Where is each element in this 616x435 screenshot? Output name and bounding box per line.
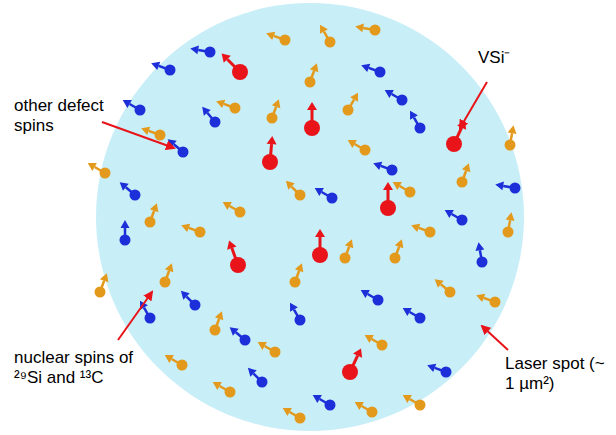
- spin: [305, 63, 319, 87]
- spin: [120, 220, 131, 246]
- spin: [427, 364, 451, 378]
- spin: [390, 239, 404, 263]
- spin: [181, 224, 205, 238]
- leader-line: [482, 326, 508, 350]
- spin: [88, 163, 111, 179]
- annotation-label: nuclear spins of ²⁹Si and ¹³C: [14, 348, 150, 388]
- spin: [267, 99, 281, 123]
- spin: [216, 100, 240, 114]
- spin: [120, 182, 141, 200]
- spin: [315, 188, 338, 204]
- spin: [342, 348, 362, 380]
- spin: [476, 294, 500, 308]
- spin: [446, 120, 466, 152]
- spin: [258, 342, 281, 358]
- spin: [262, 136, 278, 170]
- spin: [222, 54, 248, 80]
- spin: [168, 139, 189, 157]
- spin: [393, 182, 416, 198]
- spin: [227, 241, 246, 273]
- laser-spot: [96, 3, 524, 431]
- spin: [385, 90, 408, 106]
- spin: [403, 395, 426, 411]
- spin: [286, 181, 306, 201]
- spin: [505, 125, 517, 150]
- spin: [495, 181, 520, 193]
- spin: [213, 382, 236, 398]
- spin: [340, 239, 354, 263]
- spin: [445, 210, 468, 226]
- spin: [348, 140, 371, 156]
- leader-line: [102, 122, 174, 148]
- spin: [266, 32, 290, 46]
- spin: [145, 203, 159, 227]
- spin: [230, 327, 251, 345]
- spin: [223, 202, 246, 218]
- spin: [380, 182, 396, 216]
- spin: [210, 311, 224, 335]
- spin: [151, 62, 175, 76]
- spin: [320, 25, 336, 48]
- spin: [95, 273, 109, 297]
- spin: [365, 335, 388, 351]
- spin: [361, 64, 385, 78]
- spin: [343, 93, 359, 116]
- spin: [313, 395, 336, 411]
- annotation-label: Laser spot (~ 1 µm²): [505, 354, 605, 394]
- spin: [123, 100, 146, 116]
- spin: [290, 303, 306, 326]
- spin: [190, 45, 215, 57]
- spin: [283, 408, 306, 424]
- spin: [475, 242, 487, 267]
- spin: [181, 291, 201, 311]
- leader-line: [460, 82, 487, 128]
- spin: [355, 402, 378, 418]
- leader-line: [118, 292, 152, 340]
- spin: [403, 308, 426, 324]
- spin: [373, 162, 397, 176]
- spin: [312, 229, 328, 263]
- spin: [435, 279, 456, 297]
- spin: [160, 263, 174, 287]
- annotation-label: VSi⁻: [478, 48, 548, 68]
- spin: [503, 212, 515, 237]
- spin: [355, 23, 380, 35]
- spin: [290, 263, 304, 287]
- annotation-label: other defect spins: [14, 96, 114, 136]
- spin: [457, 163, 471, 187]
- spin: [304, 102, 320, 136]
- spin: [410, 111, 426, 134]
- spin: [248, 368, 268, 388]
- spin: [361, 290, 384, 306]
- spin: [411, 224, 435, 238]
- spin: [165, 355, 188, 371]
- spin: [202, 107, 220, 128]
